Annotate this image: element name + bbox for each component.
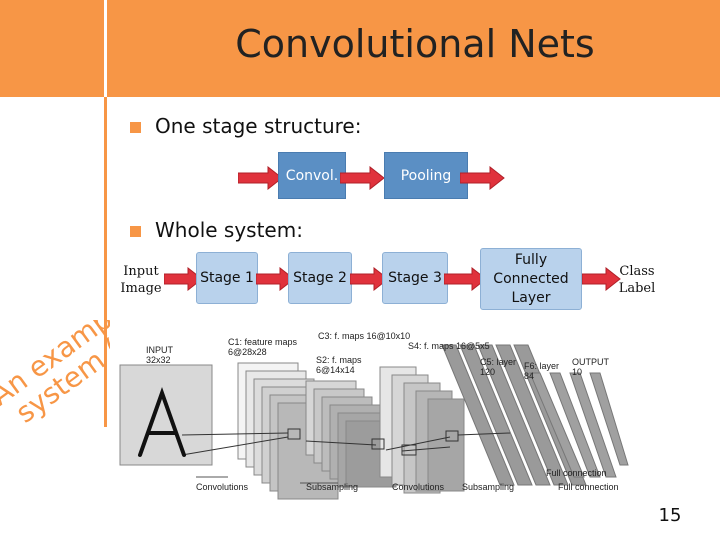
connection-line	[457, 432, 511, 436]
bottom-label-subsampling-1: Subsampling	[306, 482, 359, 492]
lenet-c5-line1: C5: layer	[480, 357, 517, 367]
lenet-output-label: OUTPUT 10	[572, 357, 609, 377]
lenet-input-line2: 32x32	[146, 355, 171, 365]
title-bar	[0, 0, 720, 97]
receptive-field	[445, 430, 459, 442]
input-label-line1: Input	[123, 264, 159, 279]
receptive-field	[287, 428, 301, 440]
lenet-f6-line1: F6: layer	[524, 361, 560, 371]
stage-2-box: Stage 2	[288, 252, 352, 304]
class-label: Class Label	[614, 263, 660, 297]
fully-connected-layers	[529, 372, 629, 478]
pooling-label: Pooling	[400, 167, 452, 184]
one-stage-heading: One stage structure:	[155, 114, 362, 138]
lenet-s4-label: S4: f. maps 16@5x5	[408, 341, 490, 351]
arrow-icon	[350, 267, 389, 291]
receptive-field	[371, 438, 385, 450]
lenet-architecture-diagram	[119, 344, 629, 500]
lenet-output-line2: 10	[572, 367, 583, 377]
lenet-input-label: INPUT 32x32	[146, 345, 173, 365]
lenet-output-line1: OUTPUT	[572, 357, 609, 367]
lenet-figure: INPUT 32x32 C1: feature maps 6@28x28 C3:…	[110, 325, 630, 500]
arrow-icon	[582, 267, 621, 291]
lenet-f6-line2: 84	[524, 371, 535, 381]
stage-2-label: Stage 2	[293, 269, 347, 286]
stage-1-label: Stage 1	[200, 269, 254, 286]
page-number: 15	[658, 505, 682, 526]
class-label-line1: Class	[619, 264, 655, 279]
bottom-label-full-connection-1: Full connection	[546, 468, 607, 478]
lenet-c3-label: C3: f. maps 16@10x10	[318, 331, 411, 341]
stage-1-box: Stage 1	[196, 252, 258, 304]
c3-feature-maps	[379, 366, 465, 494]
lenet-c1-line2: 6@28x28	[228, 347, 267, 357]
input-image	[119, 364, 213, 466]
lenet-s2-label: S2: f. maps 6@14x14	[316, 355, 362, 375]
bottom-label-subsampling-2: Subsampling	[462, 482, 515, 492]
stage-3-label: Stage 3	[388, 269, 442, 286]
fc-label-line2: Connected	[493, 270, 569, 287]
slide-title: Convolutional Nets	[235, 22, 595, 66]
lenet-f6-label: F6: layer 84	[524, 361, 559, 381]
input-glyph	[138, 387, 186, 457]
lenet-c1-label: C1: feature maps 6@28x28	[228, 337, 297, 357]
arrow-icon	[164, 267, 203, 291]
connection-line	[181, 436, 289, 456]
bottom-label-convolutions-1: Convolutions	[196, 482, 249, 492]
left-accent-line	[104, 97, 107, 427]
bottom-label-convolutions-2: Convolutions	[392, 482, 445, 492]
lenet-c1-line1: C1: feature maps	[228, 337, 298, 347]
arrow-icon	[444, 267, 487, 291]
lenet-s2-line2: 6@14x14	[316, 365, 355, 375]
lenet-c5-label: C5: layer 120	[480, 357, 516, 377]
fully-connected-box: Fully Connected Layer	[480, 248, 582, 310]
arrow-icon	[340, 166, 385, 190]
input-label-line2: Image	[120, 281, 162, 296]
connection-line	[181, 432, 289, 436]
fc-label-line3: Layer	[511, 289, 551, 306]
bullet-marker	[130, 226, 141, 237]
lenet-s2-line1: S2: f. maps	[316, 355, 362, 365]
bullet-marker	[130, 122, 141, 133]
bottom-label-full-connection-2: Full connection	[558, 482, 619, 492]
fc-label-line1: Fully	[514, 251, 548, 268]
title-bar-divider	[104, 0, 107, 97]
arrow-icon	[256, 267, 295, 291]
connection-line	[401, 446, 451, 452]
side-caption: An example system (LeNet):	[0, 320, 110, 450]
arrow-icon	[238, 166, 283, 190]
convol-label: Convol.	[285, 167, 339, 184]
arrow-icon	[460, 166, 505, 190]
convol-block: Convol.	[278, 152, 346, 199]
connection-line	[385, 436, 451, 451]
input-image-label: Input Image	[116, 263, 166, 297]
pooling-block: Pooling	[384, 152, 468, 199]
whole-system-heading: Whole system:	[155, 218, 303, 242]
connection-line	[305, 440, 377, 446]
lenet-c5-line2: 120	[480, 367, 496, 377]
stage-3-box: Stage 3	[382, 252, 448, 304]
receptive-field	[401, 444, 417, 456]
class-label-line2: Label	[618, 281, 656, 296]
lenet-input-line1: INPUT	[146, 345, 173, 355]
